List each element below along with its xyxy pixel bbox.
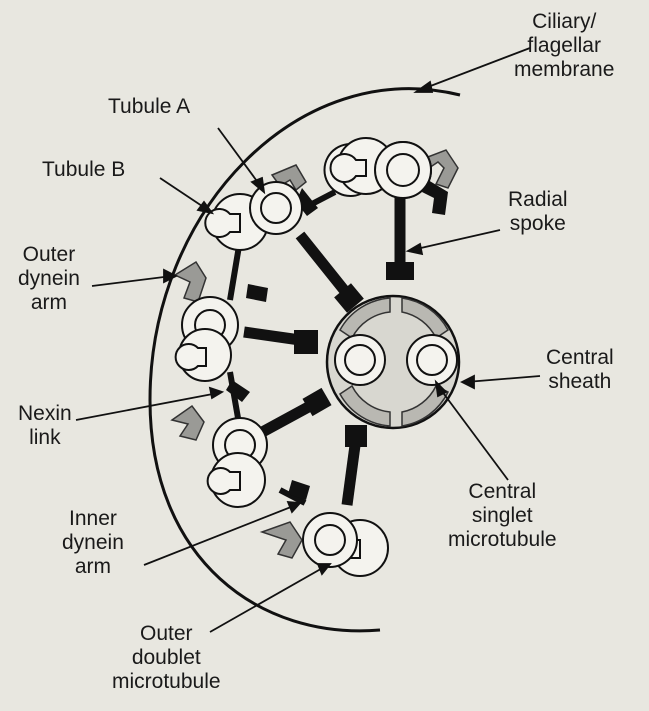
doublet-5 [303,513,388,576]
label-tubule-b: Tubule B [42,158,125,182]
doublet-1 [324,138,431,198]
doublet-4 [208,418,267,507]
doublet-3 [176,297,238,381]
label-tubule-a: Tubule A [108,95,190,119]
